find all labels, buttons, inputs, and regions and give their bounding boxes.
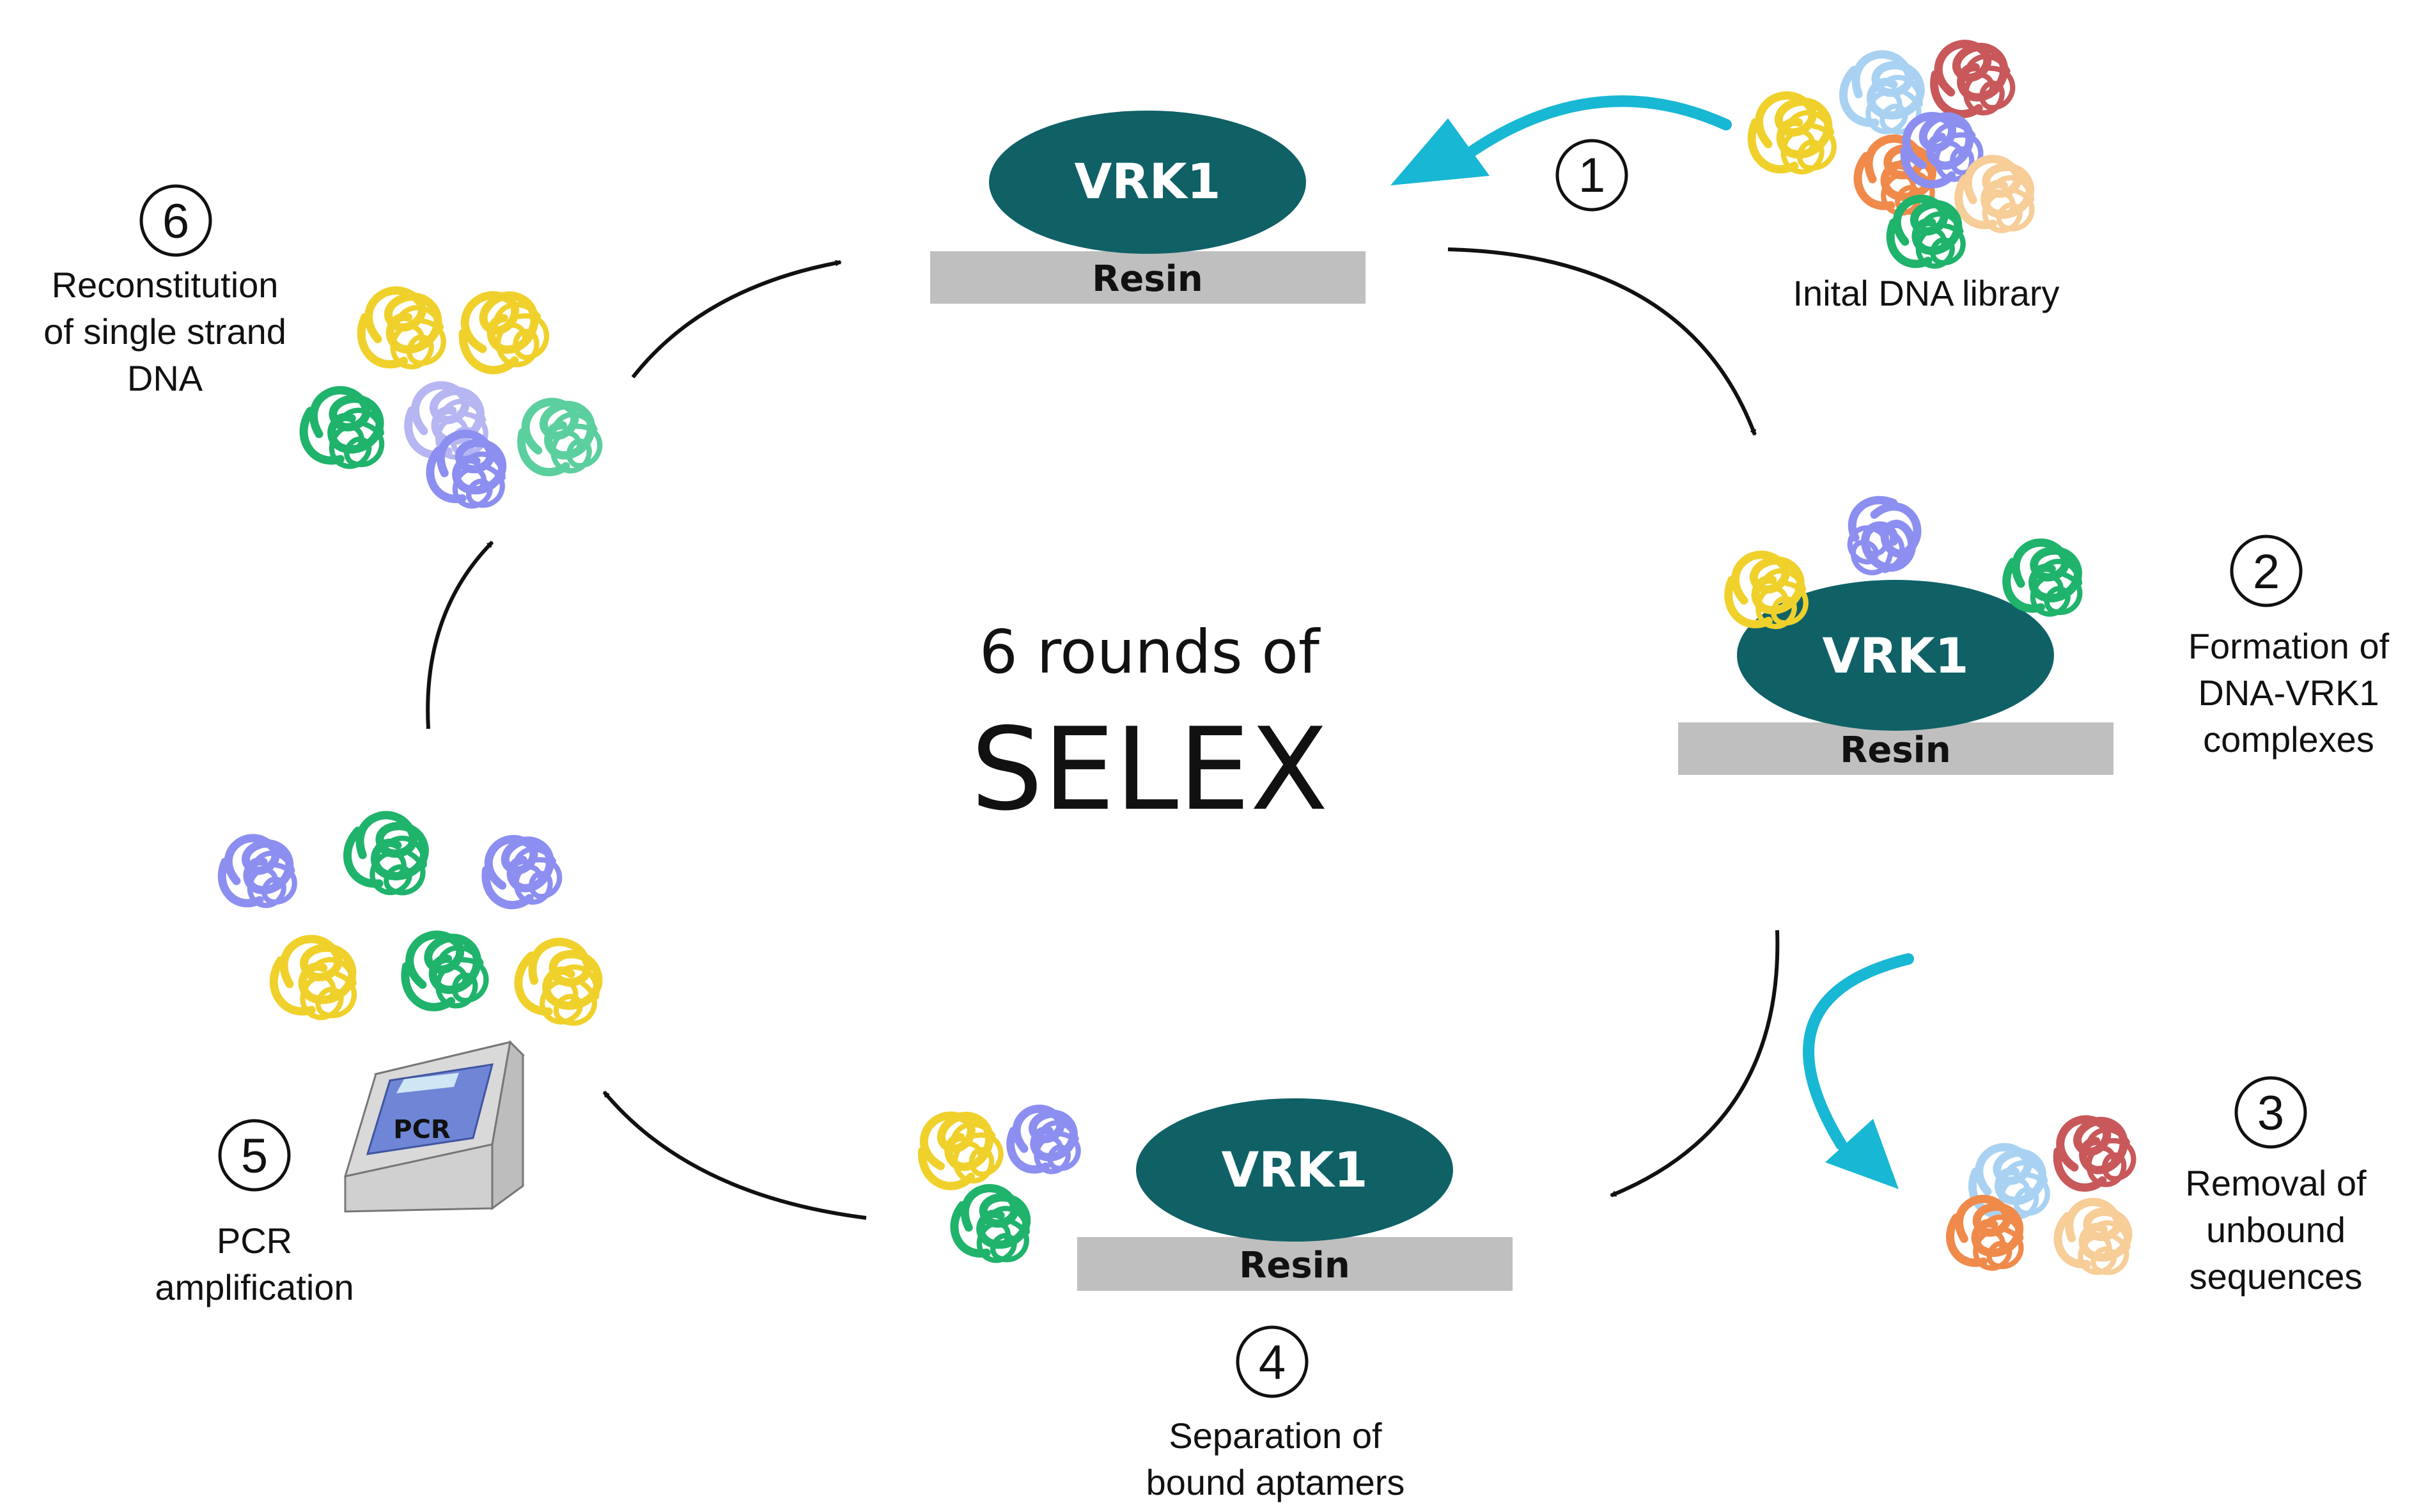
- step-6-number: 6: [139, 184, 212, 257]
- svg-text:bound aptamers: bound aptamers: [1146, 1462, 1405, 1502]
- step-2-label: Formation of DNA-VRK1 complexes: [2188, 626, 2390, 760]
- dna-strand: [945, 1181, 1049, 1280]
- step-1-label: Inital DNA library: [1793, 273, 2059, 313]
- step-1-number: 1: [1555, 139, 1628, 212]
- pcr-base: [344, 1143, 494, 1213]
- dna-strand: [361, 290, 456, 378]
- vrk1-label: VRK1: [1074, 153, 1220, 210]
- vrk1-protein: [989, 111, 1306, 254]
- dna-strand: [515, 393, 617, 489]
- center-title-line2: SELEX: [970, 703, 1328, 836]
- dna-strand: [297, 385, 402, 485]
- cycle-arrow-left-up: [426, 540, 494, 729]
- cyan-arrow-unbound-out: [1803, 953, 1914, 1189]
- svg-text:PCR: PCR: [217, 1220, 292, 1261]
- resin-label: Resin: [1092, 258, 1203, 300]
- resin-bar: [1678, 722, 2113, 775]
- pcr-side: [491, 1040, 524, 1210]
- dna-strand: [2046, 1193, 2151, 1294]
- svg-text:DNA-VRK1: DNA-VRK1: [2198, 673, 2379, 713]
- resin-bar: [1077, 1237, 1513, 1291]
- svg-text:2: 2: [2253, 545, 2280, 599]
- step-3-number: 3: [2234, 1076, 2307, 1149]
- dna-strand: [1752, 95, 1846, 183]
- vrk1-label: VRK1: [1221, 1141, 1367, 1198]
- dna-strand: [477, 826, 578, 922]
- dna-strand: [1840, 500, 1917, 584]
- svg-text:6: 6: [162, 194, 189, 249]
- svg-text:Removal of: Removal of: [2185, 1163, 2367, 1203]
- dna-strand: [1952, 154, 2051, 247]
- vrk1-protein: [1737, 580, 2054, 731]
- dna-strand: [1011, 1109, 1089, 1181]
- dna-strand: [222, 838, 306, 916]
- step-2-number: 2: [2230, 534, 2303, 607]
- svg-text:Separation of: Separation of: [1169, 1415, 1382, 1456]
- target-complex-top: Resin VRK1: [930, 111, 1366, 304]
- svg-text:5: 5: [241, 1129, 268, 1183]
- resin-label: Resin: [1840, 729, 1951, 771]
- step-4-number: 4: [1236, 1325, 1309, 1398]
- svg-text:DNA: DNA: [127, 358, 203, 398]
- step-6-label: Reconstitution of single strand DNA: [43, 265, 286, 398]
- svg-text:of single strand: of single strand: [43, 311, 286, 352]
- cycle-arrow-right-bottom: [1610, 930, 1780, 1197]
- step-4-label: Separation of bound aptamers: [1146, 1415, 1405, 1502]
- svg-text:amplification: amplification: [155, 1267, 354, 1307]
- dna-strand: [334, 805, 450, 916]
- step-3-label: Removal of unbound sequences: [2185, 1163, 2367, 1297]
- dna-strand: [451, 277, 570, 391]
- target-complex-bottom: Resin VRK1: [1077, 1098, 1513, 1291]
- cycle-arrow-top-right: [1447, 247, 1757, 436]
- dna-strand: [267, 933, 375, 1036]
- pcr-screen: [366, 1063, 494, 1155]
- svg-text:3: 3: [2257, 1086, 2284, 1141]
- pcr-label: PCR: [393, 1115, 450, 1144]
- svg-text:unbound: unbound: [2206, 1210, 2346, 1250]
- resin-label: Resin: [1239, 1245, 1350, 1286]
- svg-text:complexes: complexes: [2203, 719, 2374, 760]
- cycle-arrow-upper-left: [631, 260, 842, 378]
- dna-strand: [2048, 1106, 2152, 1205]
- dna-strand: [398, 925, 504, 1025]
- svg-text:4: 4: [1259, 1336, 1286, 1390]
- dna-strand: [502, 930, 625, 1049]
- pcr-display: [396, 1073, 459, 1093]
- cycle-arrow-bottom-left: [602, 1091, 867, 1220]
- target-complex-right: Resin VRK1: [1678, 580, 2113, 775]
- resin-bar: [930, 251, 1366, 304]
- pcr-machine: PCR: [343, 1040, 525, 1213]
- step-5-label: PCR amplification: [155, 1220, 354, 1307]
- cyan-arrow-library-in: [1390, 95, 1732, 185]
- vrk1-protein: [1136, 1098, 1453, 1242]
- svg-text:Inital DNA library: Inital DNA library: [1793, 273, 2059, 313]
- svg-text:sequences: sequences: [2190, 1256, 2363, 1297]
- dna-strand: [1944, 1194, 2040, 1285]
- center-title-line1: 6 rounds of: [979, 618, 1321, 687]
- step-5-number: 5: [218, 1119, 291, 1192]
- svg-text:Reconstitution: Reconstitution: [52, 265, 279, 305]
- svg-text:1: 1: [1578, 148, 1605, 203]
- svg-text:Formation of: Formation of: [2188, 626, 2390, 666]
- vrk1-label: VRK1: [1822, 627, 1968, 684]
